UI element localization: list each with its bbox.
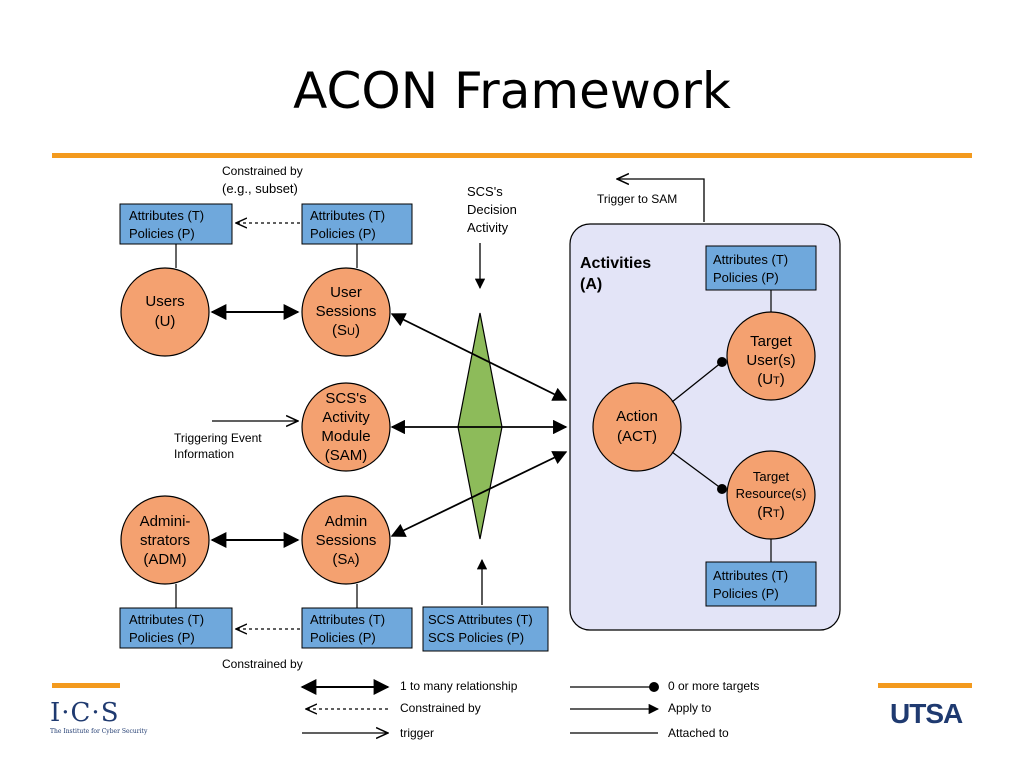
target-user-attributes-box	[705, 245, 817, 291]
sam-node	[301, 382, 391, 472]
targetuser-dot	[717, 357, 727, 367]
footer-bar-left	[52, 683, 120, 688]
action-label: Action	[616, 408, 658, 425]
decision-diamond	[457, 312, 503, 540]
trigger-to-sam-arrow	[617, 179, 705, 222]
footer-bar-right	[878, 683, 972, 688]
administrators-label2: strators	[140, 532, 190, 549]
user-sessions-attributes-line1: Attributes (T)	[310, 208, 385, 223]
legend-dot	[649, 682, 659, 692]
slide-title: ACON Framework	[293, 62, 731, 120]
admin-sessions-attributes-box	[301, 607, 413, 649]
constrained-bottom-label: Constrained by	[222, 657, 303, 671]
constrained-top-example: (e.g., subset)	[222, 181, 298, 196]
decision-label1: SCS's	[467, 184, 503, 199]
triggering-event-label2: Information	[174, 447, 234, 461]
action-node	[592, 382, 682, 472]
sam-label1: SCS's	[325, 390, 366, 407]
administrators-abbr: (ADM)	[143, 551, 186, 568]
target-user-label1: Target	[750, 333, 793, 350]
ics-logo: I·C·S The Institute for Cyber Security	[50, 698, 147, 735]
ics-logo-subtitle: The Institute for Cyber Security	[50, 728, 148, 735]
user-sessions-attributes-line2: Policies (P)	[310, 226, 376, 241]
legend-plain-line-label: Attached to	[668, 726, 729, 740]
adm-attributes-line2: Policies (P)	[129, 630, 195, 645]
legend-dot-line-label: 0 or more targets	[668, 679, 759, 693]
target-user-attributes-line1: Attributes (T)	[713, 252, 788, 267]
user-sessions-node	[301, 267, 391, 357]
target-resource-attributes-line2: Policies (P)	[713, 586, 779, 601]
sam-label3: Module	[321, 428, 370, 445]
target-resource-attributes-line1: Attributes (T)	[713, 568, 788, 583]
legend-double-arrow-label: 1 to many relationship	[400, 679, 518, 693]
activities-label-abbr: (A)	[580, 276, 602, 293]
users-attributes-line1: Attributes (T)	[129, 208, 204, 223]
action-targetuser-link	[671, 361, 723, 403]
usersessions-action-relation	[390, 313, 568, 401]
sam-label4: (SAM)	[325, 447, 368, 464]
target-resource-abbr: (RT)	[757, 504, 785, 521]
users-node-abbr: (U)	[155, 313, 176, 330]
adm-attributes-box	[119, 607, 233, 649]
users-attributes-line2: Policies (P)	[129, 226, 195, 241]
admin-sessions-attributes-line1: Attributes (T)	[310, 612, 385, 627]
targetresource-dot	[717, 484, 727, 494]
utsa-logo: UTSA	[890, 698, 963, 729]
scs-attributes-box	[422, 606, 549, 652]
administrators-label1: Admini-	[140, 513, 191, 530]
activities-label: Activities	[580, 255, 651, 272]
sam-label2: Activity	[322, 409, 370, 426]
admin-sessions-label2: Sessions	[316, 532, 377, 549]
adm-attributes-line1: Attributes (T)	[129, 612, 204, 627]
target-user-label2: User(s)	[746, 352, 795, 369]
ics-logo-text: I·C·S	[50, 698, 120, 728]
users-node	[120, 267, 210, 357]
administrators-node	[120, 495, 210, 585]
legend-solid-arrow-label: Apply to	[668, 701, 712, 715]
user-sessions-label2: Sessions	[316, 303, 377, 320]
users-node-label: Users	[145, 293, 184, 310]
triggering-event-label1: Triggering Event	[174, 431, 262, 445]
admin-sessions-label1: Admin	[325, 513, 368, 530]
decision-label2: Decision	[467, 202, 517, 217]
admin-sessions-abbr: (SA)	[332, 551, 359, 568]
adminsessions-action-relation	[390, 451, 568, 537]
target-user-abbr: (UT)	[757, 371, 785, 388]
admin-sessions-attributes-line2: Policies (P)	[310, 630, 376, 645]
decision-label3: Activity	[467, 220, 509, 235]
target-resource-label1: Target	[753, 469, 790, 484]
target-resource-attributes-box	[705, 561, 817, 607]
user-sessions-label1: User	[330, 284, 362, 301]
legend-open-arrow-label: trigger	[400, 726, 434, 740]
user-sessions-abbr: (SU)	[332, 322, 360, 339]
scs-attributes-line1: SCS Attributes (T)	[428, 612, 533, 627]
target-user-attributes-line2: Policies (P)	[713, 270, 779, 285]
target-user-node	[726, 311, 816, 401]
target-resource-label2: Resource(s)	[736, 486, 807, 501]
constrained-top-label: Constrained by	[222, 164, 303, 178]
action-targetresource-link	[671, 451, 723, 490]
user-sessions-attributes-box	[301, 203, 413, 245]
action-abbr: (ACT)	[617, 428, 657, 445]
legend-dotted-arrow-label: Constrained by	[400, 701, 481, 715]
trigger-to-sam-label: Trigger to SAM	[597, 192, 677, 206]
scs-attributes-line2: SCS Policies (P)	[428, 630, 524, 645]
title-underline-bar	[52, 153, 972, 158]
admin-sessions-node	[301, 495, 391, 585]
